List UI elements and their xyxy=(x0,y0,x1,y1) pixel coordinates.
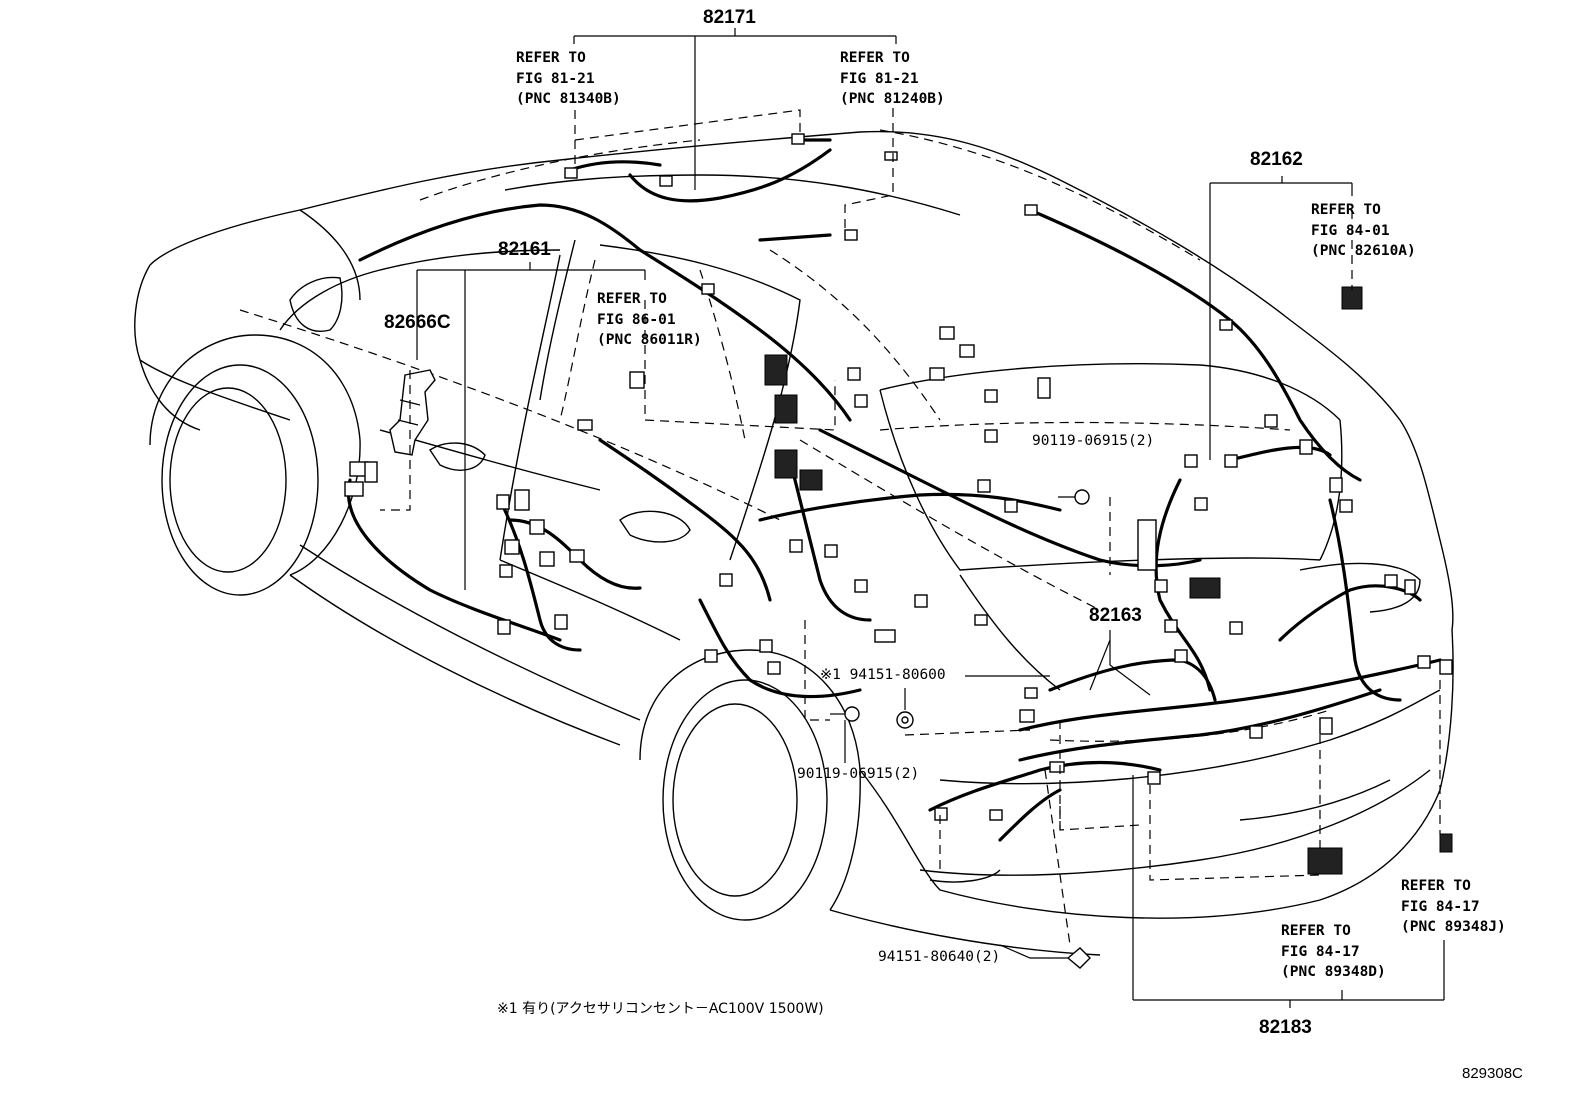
refer-line: REFER TO xyxy=(597,291,667,307)
refer-line: REFER TO xyxy=(1401,878,1471,894)
refer-line: REFER TO xyxy=(1311,202,1381,218)
refer-line: REFER TO xyxy=(516,50,586,66)
refer-fig: FIG 86-01 xyxy=(597,311,676,328)
dashed-callouts xyxy=(380,108,1441,946)
car-body-outline xyxy=(134,129,1454,956)
part-label-82162: 82162 xyxy=(1250,149,1303,170)
fastener-nut-marked xyxy=(896,711,914,729)
fastener-bolt-lower xyxy=(830,706,860,722)
refer-line: REFER TO xyxy=(840,50,910,66)
part-label-82161: 82161 xyxy=(498,239,551,260)
part-label-82666c: 82666C xyxy=(384,312,451,333)
refer-fig: FIG 84-17 xyxy=(1281,943,1360,960)
figure-code: 829308C xyxy=(1462,1065,1523,1082)
fastener-bolt-upper xyxy=(1058,489,1090,505)
refer-to-86011r: REFER TO FIG 86-01 (PNC 86011R) xyxy=(597,289,702,351)
refer-pnc: (PNC 81240B) xyxy=(840,91,945,107)
connectors xyxy=(344,133,1453,875)
refer-to-89348d: REFER TO FIG 84-17 (PNC 89348D) xyxy=(1281,921,1386,983)
refer-to-81240b: REFER TO FIG 81-21 (PNC 81240B) xyxy=(840,48,945,110)
refer-fig: FIG 81-21 xyxy=(840,70,919,87)
refer-to-82610a: REFER TO FIG 84-01 (PNC 82610A) xyxy=(1311,200,1416,262)
refer-fig: FIG 81-21 xyxy=(516,70,595,87)
rear-harness xyxy=(928,445,1442,842)
part-label-82171: 82171 xyxy=(703,7,756,28)
refer-pnc: (PNC 86011R) xyxy=(597,332,702,348)
part-label-82163: 82163 xyxy=(1089,605,1142,626)
nut-number-lower: 94151-80640(2) xyxy=(878,949,1001,965)
leader-lines xyxy=(416,28,1445,1008)
roof-harness xyxy=(358,138,1362,482)
refer-fig: FIG 84-01 xyxy=(1311,222,1390,239)
refer-pnc: (PNC 82610A) xyxy=(1311,243,1416,259)
bolt-number-lower: 90119-06915(2) xyxy=(797,766,920,782)
refer-pnc: (PNC 89348D) xyxy=(1281,964,1386,980)
refer-line: REFER TO xyxy=(1281,923,1351,939)
part-label-82183: 82183 xyxy=(1259,1017,1312,1038)
refer-pnc: (PNC 89348J) xyxy=(1401,919,1506,935)
refer-pnc: (PNC 81340B) xyxy=(516,91,621,107)
refer-fig: FIG 84-17 xyxy=(1401,898,1480,915)
refer-to-89348j: REFER TO FIG 84-17 (PNC 89348J) xyxy=(1401,876,1506,938)
fastener-nut-lower xyxy=(1066,947,1091,969)
refer-to-81340b: REFER TO FIG 81-21 (PNC 81340B) xyxy=(516,48,621,110)
footnote: ※1 有り(アクセサリコンセント－AC100V 1500W) xyxy=(497,1001,824,1017)
bracket-82666c xyxy=(389,369,436,456)
nut-number-marked: ※1 94151-80600 xyxy=(820,667,946,683)
bolt-number-upper: 90119-06915(2) xyxy=(1032,433,1155,449)
